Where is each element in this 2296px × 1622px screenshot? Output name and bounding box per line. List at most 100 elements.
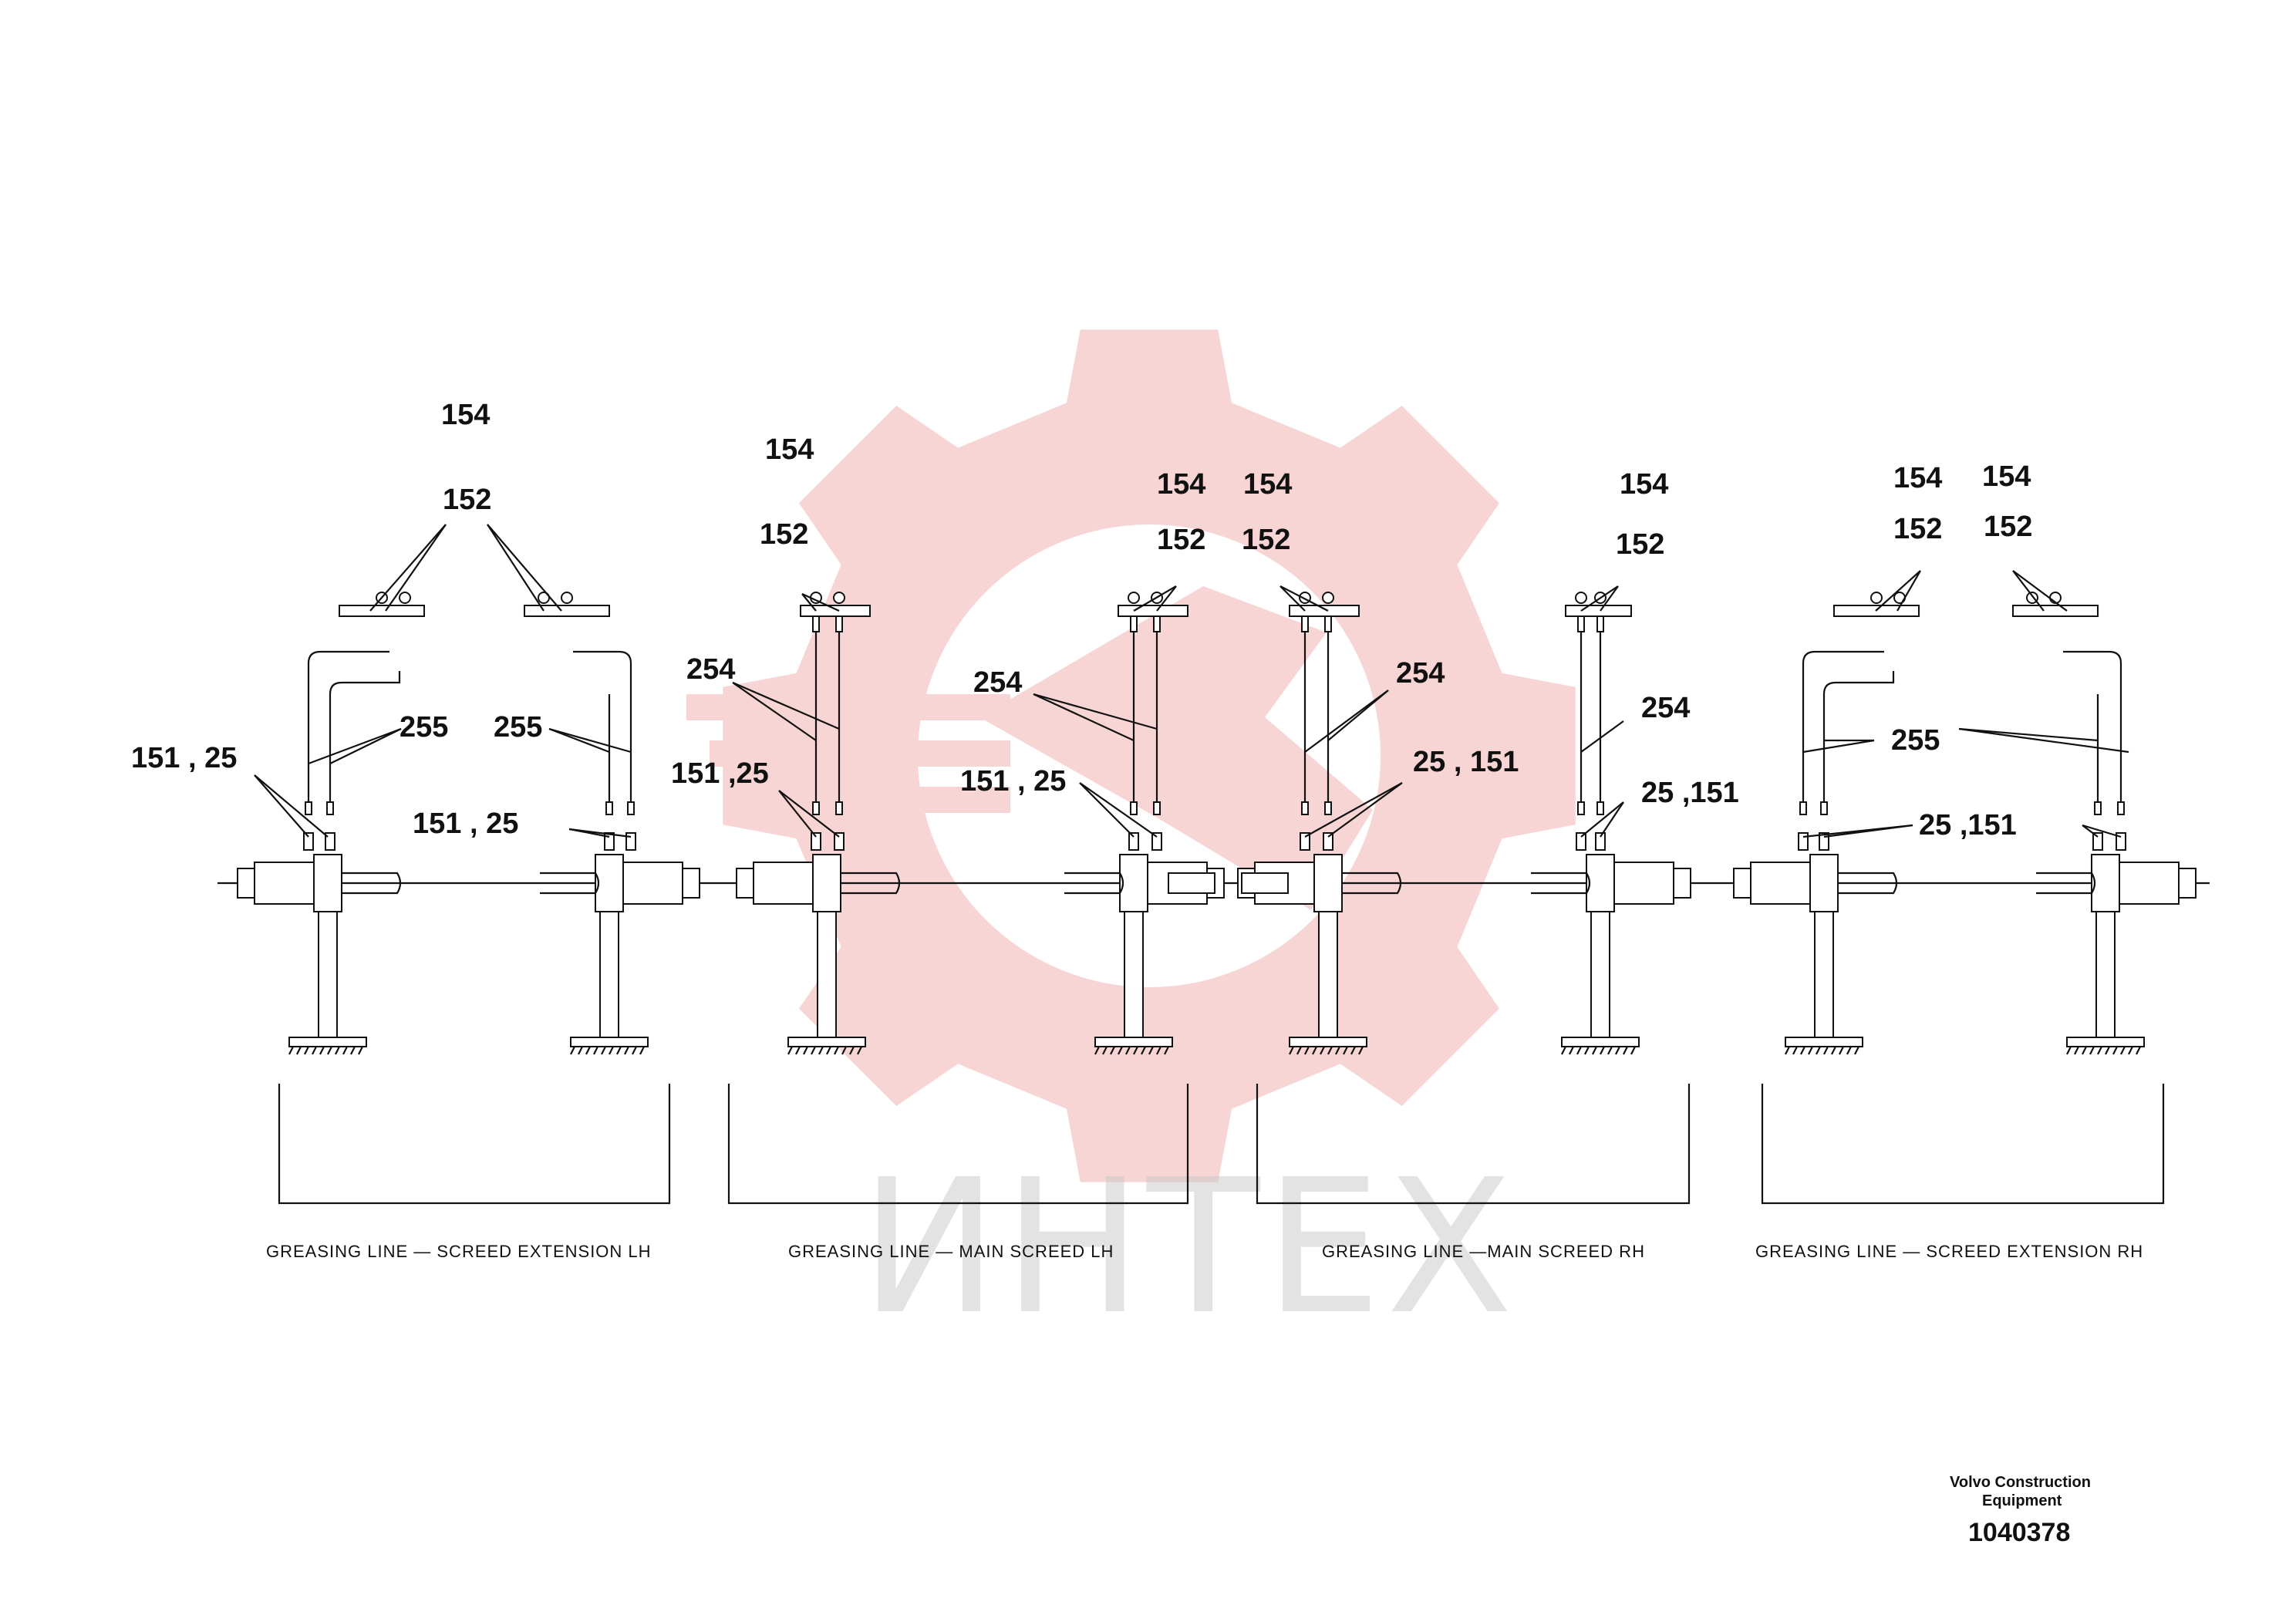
stub-shaft bbox=[2036, 872, 2096, 895]
callout-152: 152 bbox=[443, 484, 491, 516]
base-hatch bbox=[1854, 1046, 1859, 1055]
base-hatch bbox=[2082, 1046, 2087, 1055]
bearing-cap bbox=[2178, 868, 2197, 899]
grease-nipple bbox=[1323, 832, 1333, 851]
base-hatch bbox=[2097, 1046, 2102, 1055]
callout-151-25: 151 , 25 bbox=[413, 808, 518, 840]
callout-152: 152 bbox=[1984, 511, 2032, 543]
grease-hose bbox=[307, 650, 389, 802]
grease-hose bbox=[573, 650, 632, 802]
grease-nipple bbox=[625, 832, 636, 851]
callout-254: 254 bbox=[686, 653, 735, 686]
bearing-cap bbox=[1733, 868, 1752, 899]
base-hatch bbox=[1343, 1046, 1348, 1055]
hose-fitting bbox=[835, 801, 843, 815]
stub-shaft bbox=[1838, 872, 1898, 895]
bearing-cap bbox=[1673, 868, 1691, 899]
base-hatch bbox=[795, 1046, 801, 1055]
base-plate bbox=[787, 1037, 866, 1047]
base-hatch bbox=[1576, 1046, 1582, 1055]
base-hatch bbox=[350, 1046, 356, 1055]
base-hatch bbox=[1785, 1046, 1790, 1055]
callout-154: 154 bbox=[1243, 468, 1292, 501]
callout-255: 255 bbox=[400, 711, 448, 744]
callout-254: 254 bbox=[1396, 657, 1445, 690]
hose-fitting bbox=[1301, 801, 1309, 815]
leader-lines bbox=[254, 524, 2129, 838]
bearing-cap bbox=[736, 868, 754, 899]
callout-151-25: 151 , 25 bbox=[960, 765, 1066, 798]
callout-154: 154 bbox=[1982, 460, 2031, 493]
base-hatch bbox=[826, 1046, 831, 1055]
callout-154: 154 bbox=[1620, 468, 1668, 501]
bearing-flange bbox=[1119, 854, 1148, 912]
hose-fitting bbox=[2117, 801, 2125, 815]
base-hatch bbox=[358, 1046, 363, 1055]
bearing-flange bbox=[2091, 854, 2120, 912]
base-hatch bbox=[2112, 1046, 2118, 1055]
base-hatch bbox=[811, 1046, 816, 1055]
base-hatch bbox=[834, 1046, 839, 1055]
base-plate bbox=[1094, 1037, 1173, 1047]
base-hatch bbox=[1350, 1046, 1356, 1055]
callout-254: 254 bbox=[1641, 692, 1690, 724]
base-hatch bbox=[857, 1046, 862, 1055]
base-hatch bbox=[296, 1046, 302, 1055]
base-hatch bbox=[1289, 1046, 1294, 1055]
grease-hose bbox=[1822, 671, 1895, 802]
base-hatch bbox=[1839, 1046, 1844, 1055]
base-hatch bbox=[342, 1046, 348, 1055]
hose-fitting bbox=[1596, 801, 1604, 815]
distributor-fitting bbox=[1870, 592, 1883, 604]
grease-nipple bbox=[325, 832, 335, 851]
caption-screed-extension-lh: GREASING LINE — SCREED EXTENSION LH bbox=[266, 1242, 652, 1261]
distributor-block bbox=[339, 605, 425, 617]
grease-nipple bbox=[1300, 832, 1310, 851]
stub-shaft bbox=[1531, 872, 1591, 895]
callout-25-151: 25 ,151 bbox=[1919, 809, 2017, 841]
hose-fitting bbox=[1324, 615, 1332, 632]
hose-fitting bbox=[326, 801, 334, 815]
base-hatch bbox=[2128, 1046, 2133, 1055]
base-hatch bbox=[1110, 1046, 1115, 1055]
distributor-fitting bbox=[399, 592, 411, 604]
callout-152: 152 bbox=[1242, 524, 1290, 556]
grease-nipple bbox=[1151, 832, 1162, 851]
caption-screed-extension-rh: GREASING LINE — SCREED EXTENSION RH bbox=[1755, 1242, 2143, 1261]
bearing-flange bbox=[595, 854, 624, 912]
base-hatch bbox=[818, 1046, 824, 1055]
callout-255: 255 bbox=[1891, 724, 1940, 757]
base-hatch bbox=[803, 1046, 808, 1055]
base-hatch bbox=[2136, 1046, 2141, 1055]
base-plate bbox=[1561, 1037, 1640, 1047]
bearing-flange bbox=[313, 854, 342, 912]
distributor-block bbox=[524, 605, 610, 617]
callout-25-151: 25 ,151 bbox=[1641, 777, 1739, 809]
base-hatch bbox=[1296, 1046, 1302, 1055]
base-hatch bbox=[2066, 1046, 2072, 1055]
base-hatch bbox=[624, 1046, 629, 1055]
base-hatch bbox=[1304, 1046, 1310, 1055]
grease-hose bbox=[1802, 650, 1884, 802]
base-plate bbox=[2066, 1037, 2145, 1047]
bearing-cap bbox=[237, 868, 255, 899]
callout-154: 154 bbox=[1893, 462, 1942, 494]
base-hatch bbox=[1623, 1046, 1628, 1055]
base-hatch bbox=[1600, 1046, 1605, 1055]
base-hatch bbox=[578, 1046, 583, 1055]
bearing-cap bbox=[682, 868, 700, 899]
base-hatch bbox=[1800, 1046, 1805, 1055]
base-hatch bbox=[593, 1046, 598, 1055]
grease-hose bbox=[329, 671, 401, 802]
callout-154: 154 bbox=[765, 433, 814, 466]
base-hatch bbox=[312, 1046, 317, 1055]
base-hatch bbox=[2089, 1046, 2095, 1055]
distributor-block bbox=[2012, 605, 2099, 617]
hose-fitting bbox=[812, 615, 820, 632]
callout-151-25: 151 , 25 bbox=[131, 742, 237, 774]
grease-nipple bbox=[2116, 832, 2126, 851]
base-hatch bbox=[1133, 1046, 1138, 1055]
hose-fitting bbox=[1577, 615, 1585, 632]
distributor-fitting bbox=[561, 592, 573, 604]
